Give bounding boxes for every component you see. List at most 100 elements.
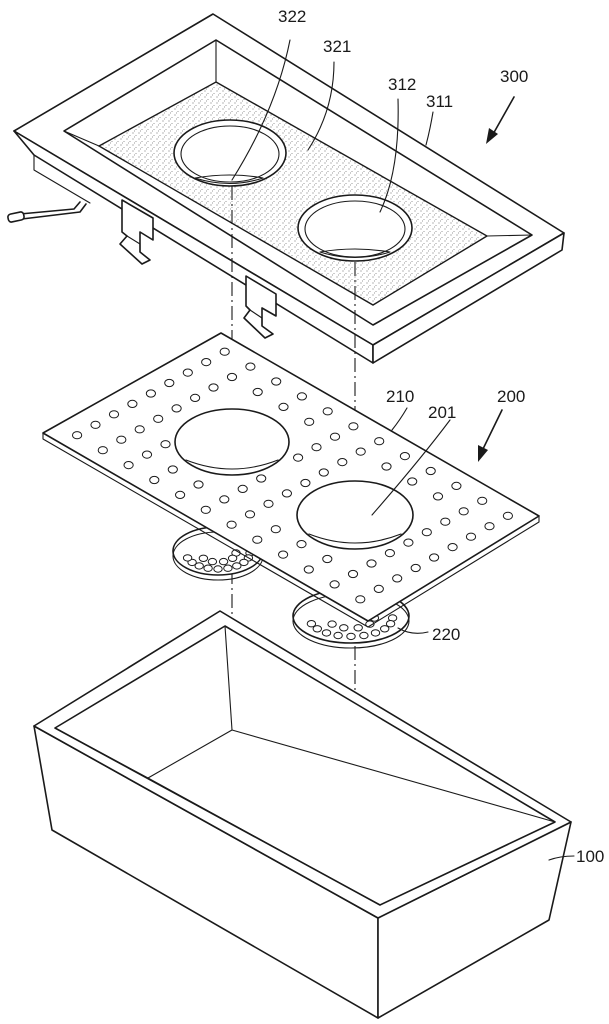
label-322: 322 — [278, 7, 306, 26]
label-311: 311 — [426, 92, 453, 111]
disc-bump — [346, 632, 356, 641]
plate-bump — [252, 387, 263, 397]
plate-bump — [134, 425, 145, 434]
plate-bump — [175, 490, 186, 499]
frame-right-face — [372, 232, 565, 364]
plate-bump — [226, 372, 238, 382]
plate-bump — [278, 402, 289, 411]
disc-bump — [353, 624, 363, 632]
bottom-tray — [33, 610, 572, 1019]
plate-bump — [293, 453, 304, 462]
plate-bump — [322, 407, 333, 416]
disc-bump — [359, 631, 369, 640]
disc-bump — [232, 562, 242, 570]
plate-bump — [425, 466, 436, 476]
plate-bump — [219, 347, 230, 356]
label-210: 210 — [386, 387, 414, 406]
plate-bump — [465, 532, 477, 541]
plate-bump — [127, 399, 138, 408]
plate-bump — [347, 569, 359, 579]
plate-bump — [447, 543, 458, 552]
plate-bump — [484, 522, 495, 531]
perforated-plate — [42, 332, 540, 622]
plate-bump — [164, 378, 175, 388]
disc-bump — [182, 554, 193, 562]
plate-bump — [502, 511, 513, 520]
plate-bump — [219, 495, 230, 504]
plate-bump — [355, 595, 366, 604]
plate-bump — [384, 549, 395, 558]
plate-bump — [263, 499, 274, 508]
tray-inner-walls — [54, 625, 233, 779]
label-220: 220 — [432, 625, 460, 644]
plate-bump — [311, 443, 322, 452]
plate-bump — [374, 437, 385, 446]
plate-bump — [303, 565, 314, 574]
plate-bump — [141, 450, 153, 459]
disc-bump — [385, 620, 396, 628]
disc-bump — [333, 631, 343, 640]
plate-bump — [167, 465, 178, 474]
plate-hole-right — [296, 480, 414, 550]
plate-bump — [270, 525, 281, 534]
disc-bump — [239, 558, 249, 567]
power-cord — [7, 201, 87, 223]
plate-bump — [200, 505, 211, 514]
plate-bump — [271, 377, 282, 386]
disc-bump — [306, 620, 317, 628]
clip-bracket-left — [119, 199, 154, 265]
plate-bump — [407, 477, 418, 486]
plate-bump — [171, 404, 182, 413]
disc-bump — [370, 629, 381, 637]
plate-bump — [337, 458, 348, 467]
plate-bump — [366, 559, 377, 568]
plate-bump — [160, 440, 171, 449]
plate-bump — [296, 392, 307, 401]
plate-bump — [201, 358, 212, 367]
disc-bump — [198, 554, 209, 562]
disc-bump — [223, 564, 233, 572]
plate-bump — [90, 420, 101, 429]
plate-bump — [392, 574, 403, 583]
plate-bump — [244, 510, 256, 519]
plate-bump — [322, 554, 333, 564]
plate-bump — [256, 474, 267, 483]
plate-bump — [145, 389, 156, 398]
plate-bump — [252, 535, 263, 544]
plate-bump — [399, 452, 410, 461]
disc-bump — [213, 565, 223, 573]
top-frame-assembly — [7, 13, 565, 364]
plate-bump — [421, 528, 432, 537]
label-201: 201 — [428, 403, 456, 422]
plate-bump — [182, 368, 193, 377]
plate-bump — [237, 484, 248, 493]
label-200: 200 — [497, 387, 525, 406]
plate-bump — [245, 362, 256, 371]
plate-bump — [304, 417, 315, 426]
plate-bumps — [72, 347, 513, 604]
plate-bump — [190, 393, 201, 402]
disc-bump — [312, 625, 322, 633]
plate-bump — [226, 520, 237, 529]
plate-bump — [458, 507, 469, 516]
right-hole — [297, 194, 413, 262]
disc-bump — [339, 624, 349, 632]
disc-bump — [218, 557, 229, 566]
plate-bump — [348, 422, 359, 431]
plate-bump — [296, 540, 307, 549]
disc-bump — [194, 562, 204, 570]
label-312: 312 — [388, 75, 416, 94]
label-321: 321 — [323, 37, 351, 56]
clip-bracket-right — [243, 275, 277, 339]
plate-bump — [149, 475, 160, 485]
plate-bump — [97, 446, 108, 455]
plate-bump — [373, 584, 384, 594]
plate-bump — [153, 414, 164, 423]
disc-bump — [321, 629, 332, 637]
plate-hole-left — [174, 408, 290, 476]
plate-bump — [318, 468, 329, 477]
plate-bump — [451, 481, 462, 490]
disc-bump — [327, 620, 337, 628]
